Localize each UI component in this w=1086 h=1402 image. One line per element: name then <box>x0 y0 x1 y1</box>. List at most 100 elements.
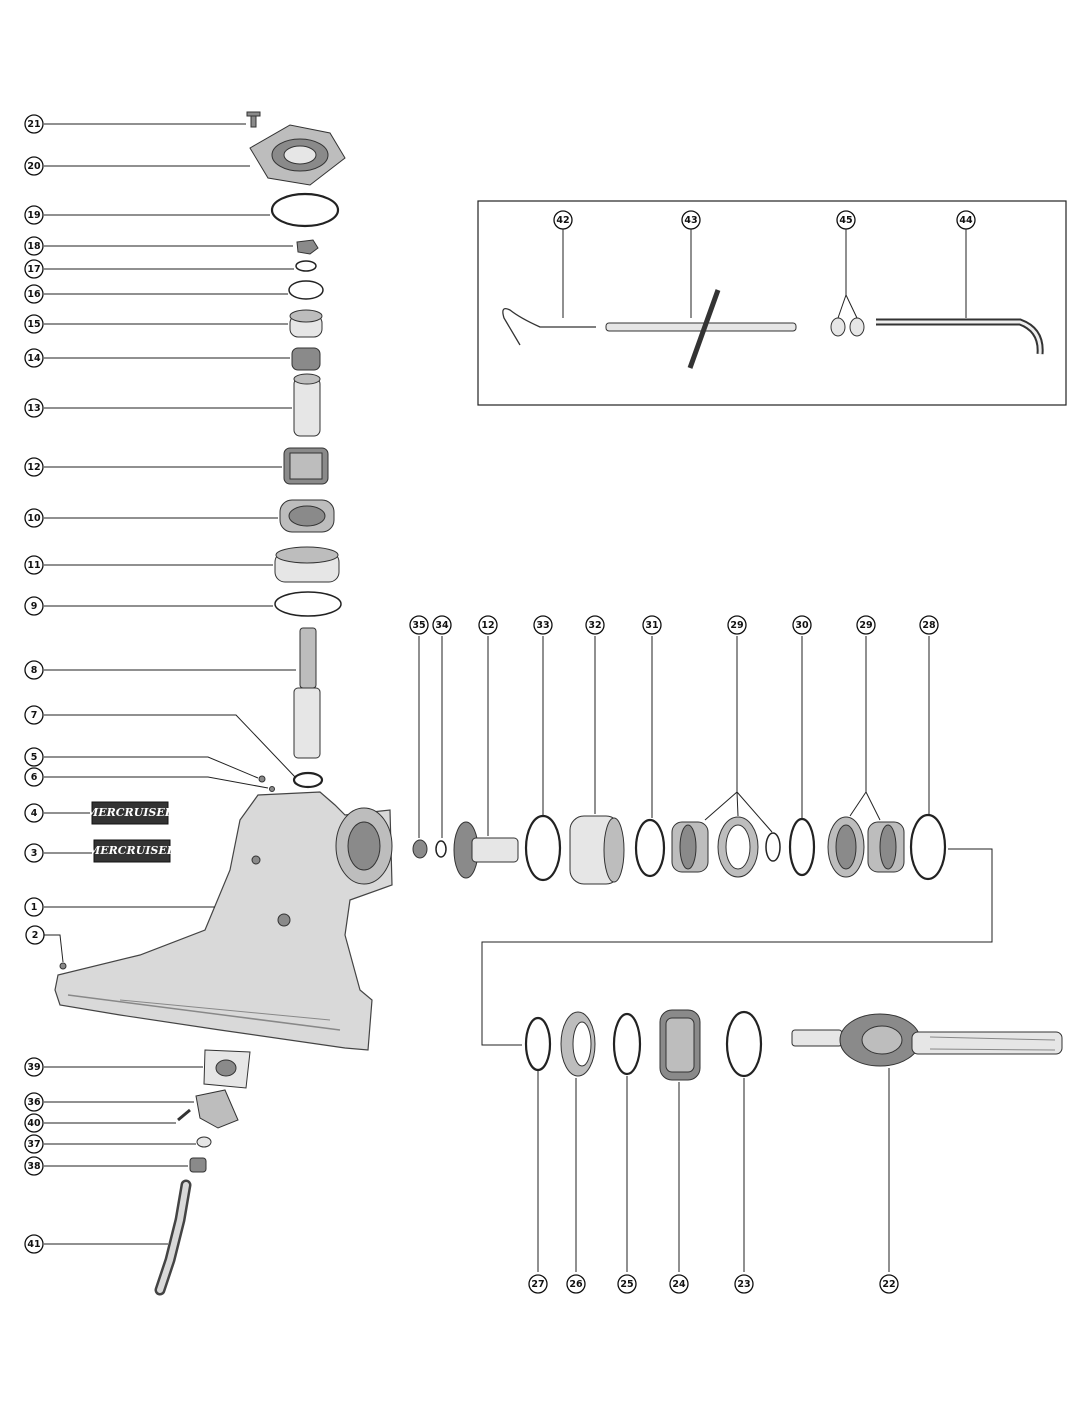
part-31-ring <box>634 818 666 878</box>
svg-text:28: 28 <box>922 620 936 631</box>
callout-12: 12 <box>24 457 44 477</box>
svg-text:29: 29 <box>859 620 872 631</box>
callout-27: 27 <box>528 1274 548 1294</box>
svg-text:34: 34 <box>435 620 449 631</box>
svg-text:26: 26 <box>569 1279 583 1290</box>
part-37-washer <box>196 1136 212 1148</box>
callout-29: 29 <box>727 615 747 635</box>
svg-text:20: 20 <box>27 161 41 172</box>
svg-text:35: 35 <box>412 620 425 631</box>
callout-21: 21 <box>24 114 44 134</box>
svg-text:22: 22 <box>882 1279 895 1290</box>
callout-45: 45 <box>836 210 856 230</box>
svg-text:18: 18 <box>27 241 41 252</box>
svg-text:36: 36 <box>27 1097 41 1108</box>
part-6-ball <box>269 786 275 792</box>
svg-text:12: 12 <box>481 620 494 631</box>
svg-text:29: 29 <box>730 620 743 631</box>
callout-35: 35 <box>409 615 429 635</box>
callout-24: 24 <box>669 1274 689 1294</box>
part-23-ring <box>725 1010 763 1078</box>
part-12-pinion-gear <box>453 821 519 879</box>
callout-39: 39 <box>24 1057 44 1077</box>
part-13-spacer <box>293 377 321 437</box>
svg-text:40: 40 <box>27 1118 41 1129</box>
svg-text:6: 6 <box>31 772 38 783</box>
callout-31: 31 <box>642 615 662 635</box>
callout-42: 42 <box>553 210 573 230</box>
part-22-propshaft-assembly <box>791 1013 1063 1067</box>
part-21-screw <box>250 114 257 128</box>
svg-text:31: 31 <box>645 620 658 631</box>
callout-3: 3 <box>24 843 44 863</box>
part-29-bearing-a <box>671 821 709 873</box>
horizontal-row-parts: 35 34 12 33 32 31 29 30 29 28 <box>409 615 947 885</box>
part-35-nut <box>412 839 428 859</box>
callout-33: 33 <box>533 615 553 635</box>
part-33-ring <box>524 814 562 882</box>
part-44-rod <box>876 318 1044 355</box>
part-27-ring <box>524 1016 552 1072</box>
svg-text:17: 17 <box>27 264 40 275</box>
callout-30: 30 <box>792 615 812 635</box>
part-28-ring <box>909 813 947 881</box>
svg-text:42: 42 <box>556 215 569 226</box>
callout-16: 16 <box>24 284 44 304</box>
callout-1: 1 <box>24 897 44 917</box>
svg-text:MERCRUISER: MERCRUISER <box>87 844 176 857</box>
callout-4: 4 <box>24 803 44 823</box>
part-32-cup <box>569 815 625 885</box>
svg-text:13: 13 <box>27 403 40 414</box>
callout-43: 43 <box>681 210 701 230</box>
svg-text:10: 10 <box>27 513 41 524</box>
callout-28: 28 <box>919 615 939 635</box>
svg-text:11: 11 <box>27 560 40 571</box>
callout-11: 11 <box>24 555 44 575</box>
callout-38: 38 <box>24 1156 44 1176</box>
part-24-gear <box>659 1009 701 1081</box>
part-43-handle <box>687 289 721 369</box>
svg-text:21: 21 <box>27 119 40 130</box>
part-14-bearing <box>291 347 321 371</box>
svg-text:15: 15 <box>27 319 40 330</box>
callout-17: 17 <box>24 259 44 279</box>
callout-2: 2 <box>25 925 45 945</box>
svg-text:7: 7 <box>31 710 38 721</box>
callout-22: 22 <box>879 1274 899 1294</box>
callout-19: 19 <box>24 205 44 225</box>
part-4-decal: MERCRUISER <box>85 801 174 825</box>
callout-15: 15 <box>24 314 44 334</box>
callout-7: 7 <box>24 705 44 725</box>
svg-text:37: 37 <box>27 1139 40 1150</box>
svg-text:30: 30 <box>795 620 809 631</box>
svg-text:45: 45 <box>839 215 852 226</box>
svg-text:38: 38 <box>27 1161 41 1172</box>
part-2-fitting <box>59 962 67 970</box>
callout-36: 36 <box>24 1092 44 1112</box>
part-36-plate <box>195 1089 239 1129</box>
part-29-cup-a <box>717 816 759 878</box>
callout-14: 14 <box>24 348 44 368</box>
svg-text:27: 27 <box>531 1279 544 1290</box>
part-26-cup <box>560 1011 596 1077</box>
part-38-fitting <box>189 1157 207 1173</box>
part-17-washer <box>295 260 317 272</box>
svg-text:2: 2 <box>32 930 39 941</box>
inset-panel: 42 43 45 44 <box>477 200 1067 406</box>
svg-text:23: 23 <box>737 1279 750 1290</box>
part-29-shim <box>765 832 781 862</box>
svg-text:16: 16 <box>27 289 41 300</box>
part-45-nut-a <box>830 317 846 337</box>
callout-6: 6 <box>24 767 44 787</box>
callout-8: 8 <box>24 660 44 680</box>
part-19-o-ring <box>270 192 340 228</box>
callout-34: 34 <box>432 615 452 635</box>
svg-text:32: 32 <box>588 620 601 631</box>
callout-10: 10 <box>24 508 44 528</box>
svg-text:44: 44 <box>959 215 973 226</box>
svg-text:4: 4 <box>31 808 38 819</box>
part-34-washer <box>435 840 447 858</box>
callout-9: 9 <box>24 596 44 616</box>
part-30-ring <box>788 817 816 877</box>
